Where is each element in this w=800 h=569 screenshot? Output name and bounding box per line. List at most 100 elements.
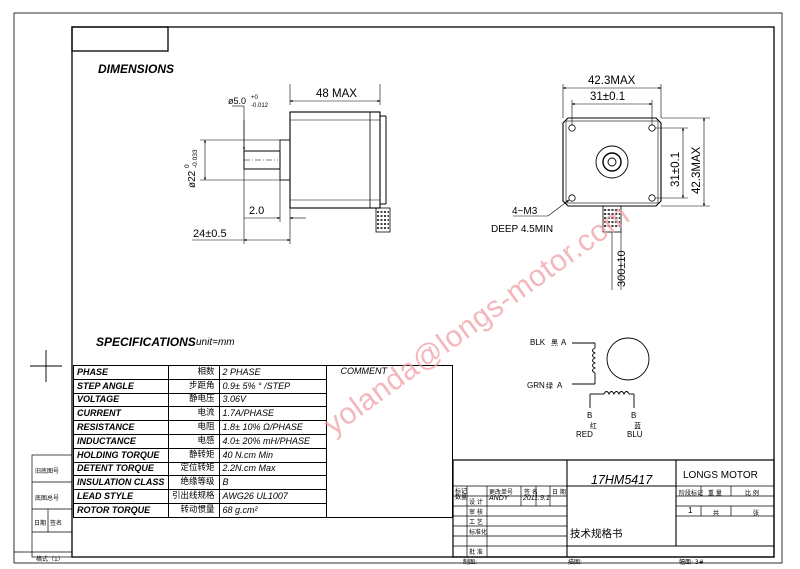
shaft-dia-label: ø5.0 — [228, 96, 246, 106]
spec-name-cn: 步距角 — [168, 378, 220, 394]
boss-dia-plus: 0 — [184, 164, 191, 168]
spec-name: RESISTANCE — [73, 420, 169, 435]
blk-label: BLK — [530, 338, 546, 347]
base-drawing-label: 底图总号 — [35, 495, 60, 502]
spec-value: 3.06V — [218, 392, 327, 408]
blu-label: BLU — [627, 430, 643, 439]
traced-by-label: 描图: — [568, 559, 583, 566]
process-label: 工 艺 — [469, 519, 483, 526]
sheet-number: 1 — [688, 506, 693, 515]
mark-col-label: 标记 — [455, 488, 468, 495]
spec-name-cn: 静电压 — [168, 392, 220, 408]
spec-name: ROTOR TORQUE — [73, 502, 169, 518]
height-max-label: 42.3MAX — [691, 146, 703, 194]
blk-cn-label: 黑 — [551, 339, 558, 347]
spec-name-cn: 转动惯量 — [168, 502, 220, 518]
left-margin-table — [14, 454, 73, 558]
spec-header-row: PHASE 相数 2 PHASE COMMENT — [73, 365, 454, 518]
spec-value: 68 g.cm² — [218, 502, 327, 518]
approve-label: 批 准 — [469, 549, 483, 556]
format-size-label: 幅面: 3# — [679, 559, 704, 566]
spec-name-cn: 电感 — [168, 433, 220, 449]
outer-border — [13, 12, 783, 564]
company-name: LONGS MOTOR — [683, 470, 758, 481]
title-block-grid — [452, 459, 775, 558]
spec-name-cn: 电阻 — [168, 420, 220, 435]
inner-border — [71, 26, 775, 558]
spec-phase-en: PHASE — [73, 365, 169, 380]
spec-name-cn: 电流 — [168, 406, 220, 422]
height-spacing-label: 31±0.1 — [670, 152, 682, 187]
spec-name-cn: 静转矩 — [168, 447, 220, 463]
drawn-by-label: 制图: — [463, 559, 478, 566]
side-view — [243, 111, 391, 233]
red-label: RED — [576, 430, 593, 439]
grn-cn-label: 绿 — [546, 381, 553, 390]
width-max-label: 42.3MAX — [588, 75, 636, 87]
spec-value: 2.2N.cm Max — [218, 461, 327, 477]
side-view-labels: 48 MAX ø5.0 +0 -0.012 ø22 0 -0.033 2.0 2… — [184, 88, 357, 240]
specifications-title: SPECIFICATIONS — [96, 335, 196, 349]
standard-label: 标准化 — [469, 529, 488, 536]
model-number: 17HM5417 — [591, 473, 653, 487]
spec-name: CURRENT — [73, 406, 169, 422]
depth-label: DEEP 4.5MIN — [491, 224, 553, 235]
boss-length-label: 2.0 — [249, 205, 264, 217]
front-view-dimensions — [513, 84, 710, 290]
units-label: unit=mm — [196, 337, 235, 348]
signature-col-label: 签 名 — [524, 489, 538, 496]
weight-label: 重 量 — [708, 490, 722, 497]
design-date: 2011.9.1 — [523, 495, 550, 502]
spec-value: 1.7A/PHASE — [218, 406, 327, 422]
spec-name: INSULATION CLASS — [73, 475, 169, 491]
spec-name: DETENT TORQUE — [73, 461, 169, 477]
hole-spacing-label: 31±0.1 — [590, 91, 625, 103]
design-label: 设 计 — [469, 499, 483, 506]
spec-phase-cn: 相数 — [168, 365, 220, 380]
holes-label: 4−M3 — [512, 206, 538, 217]
sheet-label: 张 — [753, 510, 760, 517]
spec-value: B — [218, 475, 327, 491]
spec-phase-value: 2 PHASE — [218, 365, 327, 380]
sheets-total-label: 共 — [713, 510, 720, 517]
side-view-dimensions — [192, 84, 381, 244]
spec-name: INDUCTANCE — [73, 433, 169, 449]
boss-dia-label: ø22 — [187, 170, 198, 188]
b-right-label: B — [631, 411, 636, 420]
date-label: 日期 — [34, 520, 47, 527]
doc-title: 技术规格书 — [570, 528, 623, 540]
old-drawing-label: 旧底图号 — [35, 468, 60, 475]
designer-name: ANDY — [489, 495, 509, 502]
front-view-labels: 42.3MAX 31±0.1 31±0.1 42.3MAX 4−M3 DEEP … — [491, 75, 703, 287]
spec-value: 40 N.cm Min — [218, 447, 327, 463]
spec-name-cn: 引出线规格 — [168, 489, 220, 504]
b-left-label: B — [587, 411, 592, 420]
center-mark — [30, 350, 62, 382]
a-bottom-label: A — [557, 381, 563, 390]
corner-tag-box — [71, 26, 169, 52]
spec-comment-header: COMMENT — [340, 366, 388, 376]
red-cn-label: 红 — [590, 421, 597, 430]
spec-value: 1.8± 10% Ω/PHASE — [218, 420, 327, 435]
shaft-dia-minus: -0.012 — [251, 103, 269, 109]
spec-comment-cell: COMMENT — [325, 365, 454, 518]
shaft-dia-plus: +0 — [251, 95, 259, 101]
spec-name: LEAD STYLE — [73, 489, 169, 504]
a-top-label: A — [561, 338, 567, 347]
shaft-length-label: 24±0.5 — [193, 228, 227, 240]
spec-name: STEP ANGLE — [73, 378, 169, 394]
grade-mark-label: 阶段标记 — [679, 490, 704, 497]
wiring-diagram — [572, 337, 650, 408]
wiring-labels: BLK 黑 A GRN 绿 A B 红 RED B 蓝 BLU — [527, 338, 643, 439]
spec-name: HOLDING TORQUE — [73, 447, 169, 463]
count-col-label: 数量 — [455, 494, 468, 501]
review-label: 审 核 — [469, 509, 483, 516]
sign-label: 签名 — [50, 520, 63, 527]
dimensions-title: DIMENSIONS — [98, 62, 175, 76]
spec-value: 0.9± 5% ° /STEP — [218, 378, 327, 394]
boss-dia-tol: -0.033 — [192, 149, 199, 168]
